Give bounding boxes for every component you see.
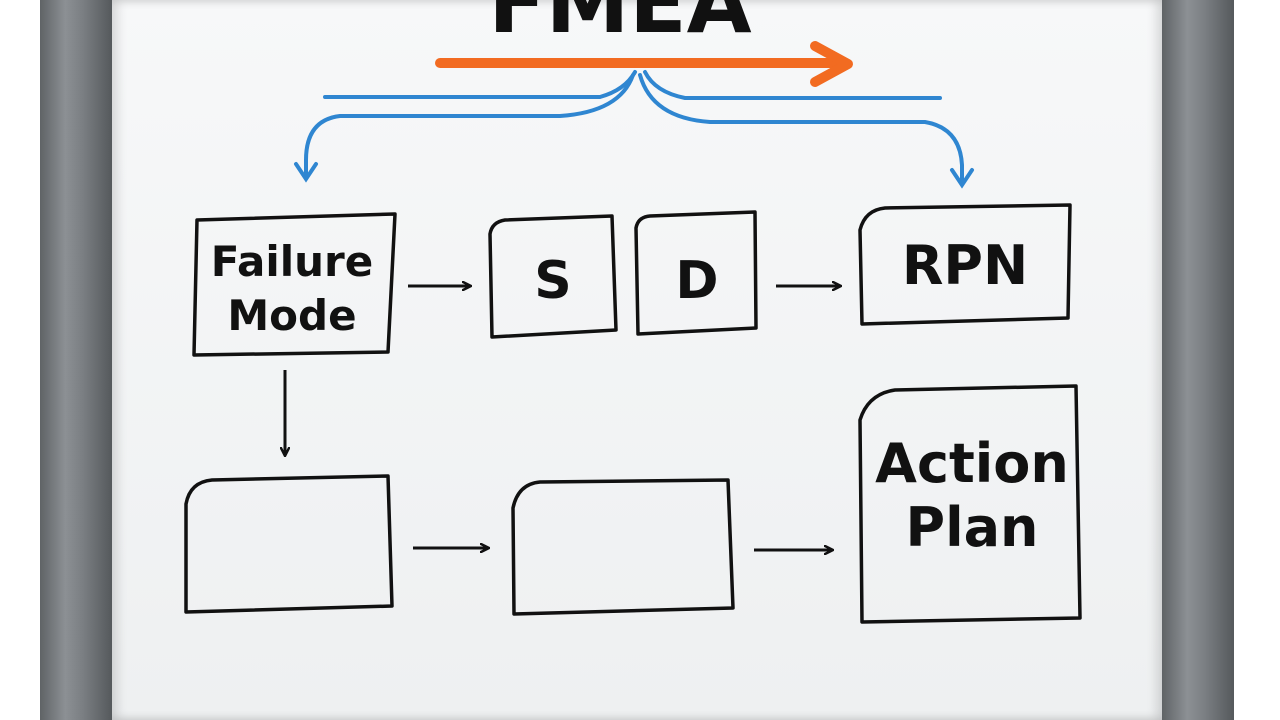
- empty-box-1: [184, 474, 394, 614]
- rpn-label: RPN: [902, 234, 1028, 297]
- severity-label: S: [534, 251, 571, 311]
- failure-mode-label-line2: Mode: [227, 291, 356, 340]
- action-plan-label-line2: Plan: [906, 496, 1039, 559]
- diagram-title: FMEA: [488, 0, 751, 52]
- empty-box-2: [511, 478, 735, 616]
- detection-box: D: [634, 210, 758, 336]
- action-plan-label-line1: Action: [875, 432, 1069, 495]
- whiteboard-surface: [112, 0, 1162, 720]
- severity-box: S: [488, 214, 618, 339]
- blue-branch-arrows: [294, 70, 974, 189]
- action-plan-box: Action Plan: [858, 384, 1082, 624]
- detection-label: D: [675, 251, 718, 311]
- failure-mode-box: Failure Mode: [192, 212, 397, 357]
- orange-arrow: [435, 41, 853, 87]
- whiteboard-frame-right: [1162, 0, 1234, 720]
- whiteboard-frame-left: [40, 0, 112, 720]
- rpn-box: RPN: [858, 203, 1072, 326]
- failure-mode-label-line1: Failure: [211, 237, 373, 286]
